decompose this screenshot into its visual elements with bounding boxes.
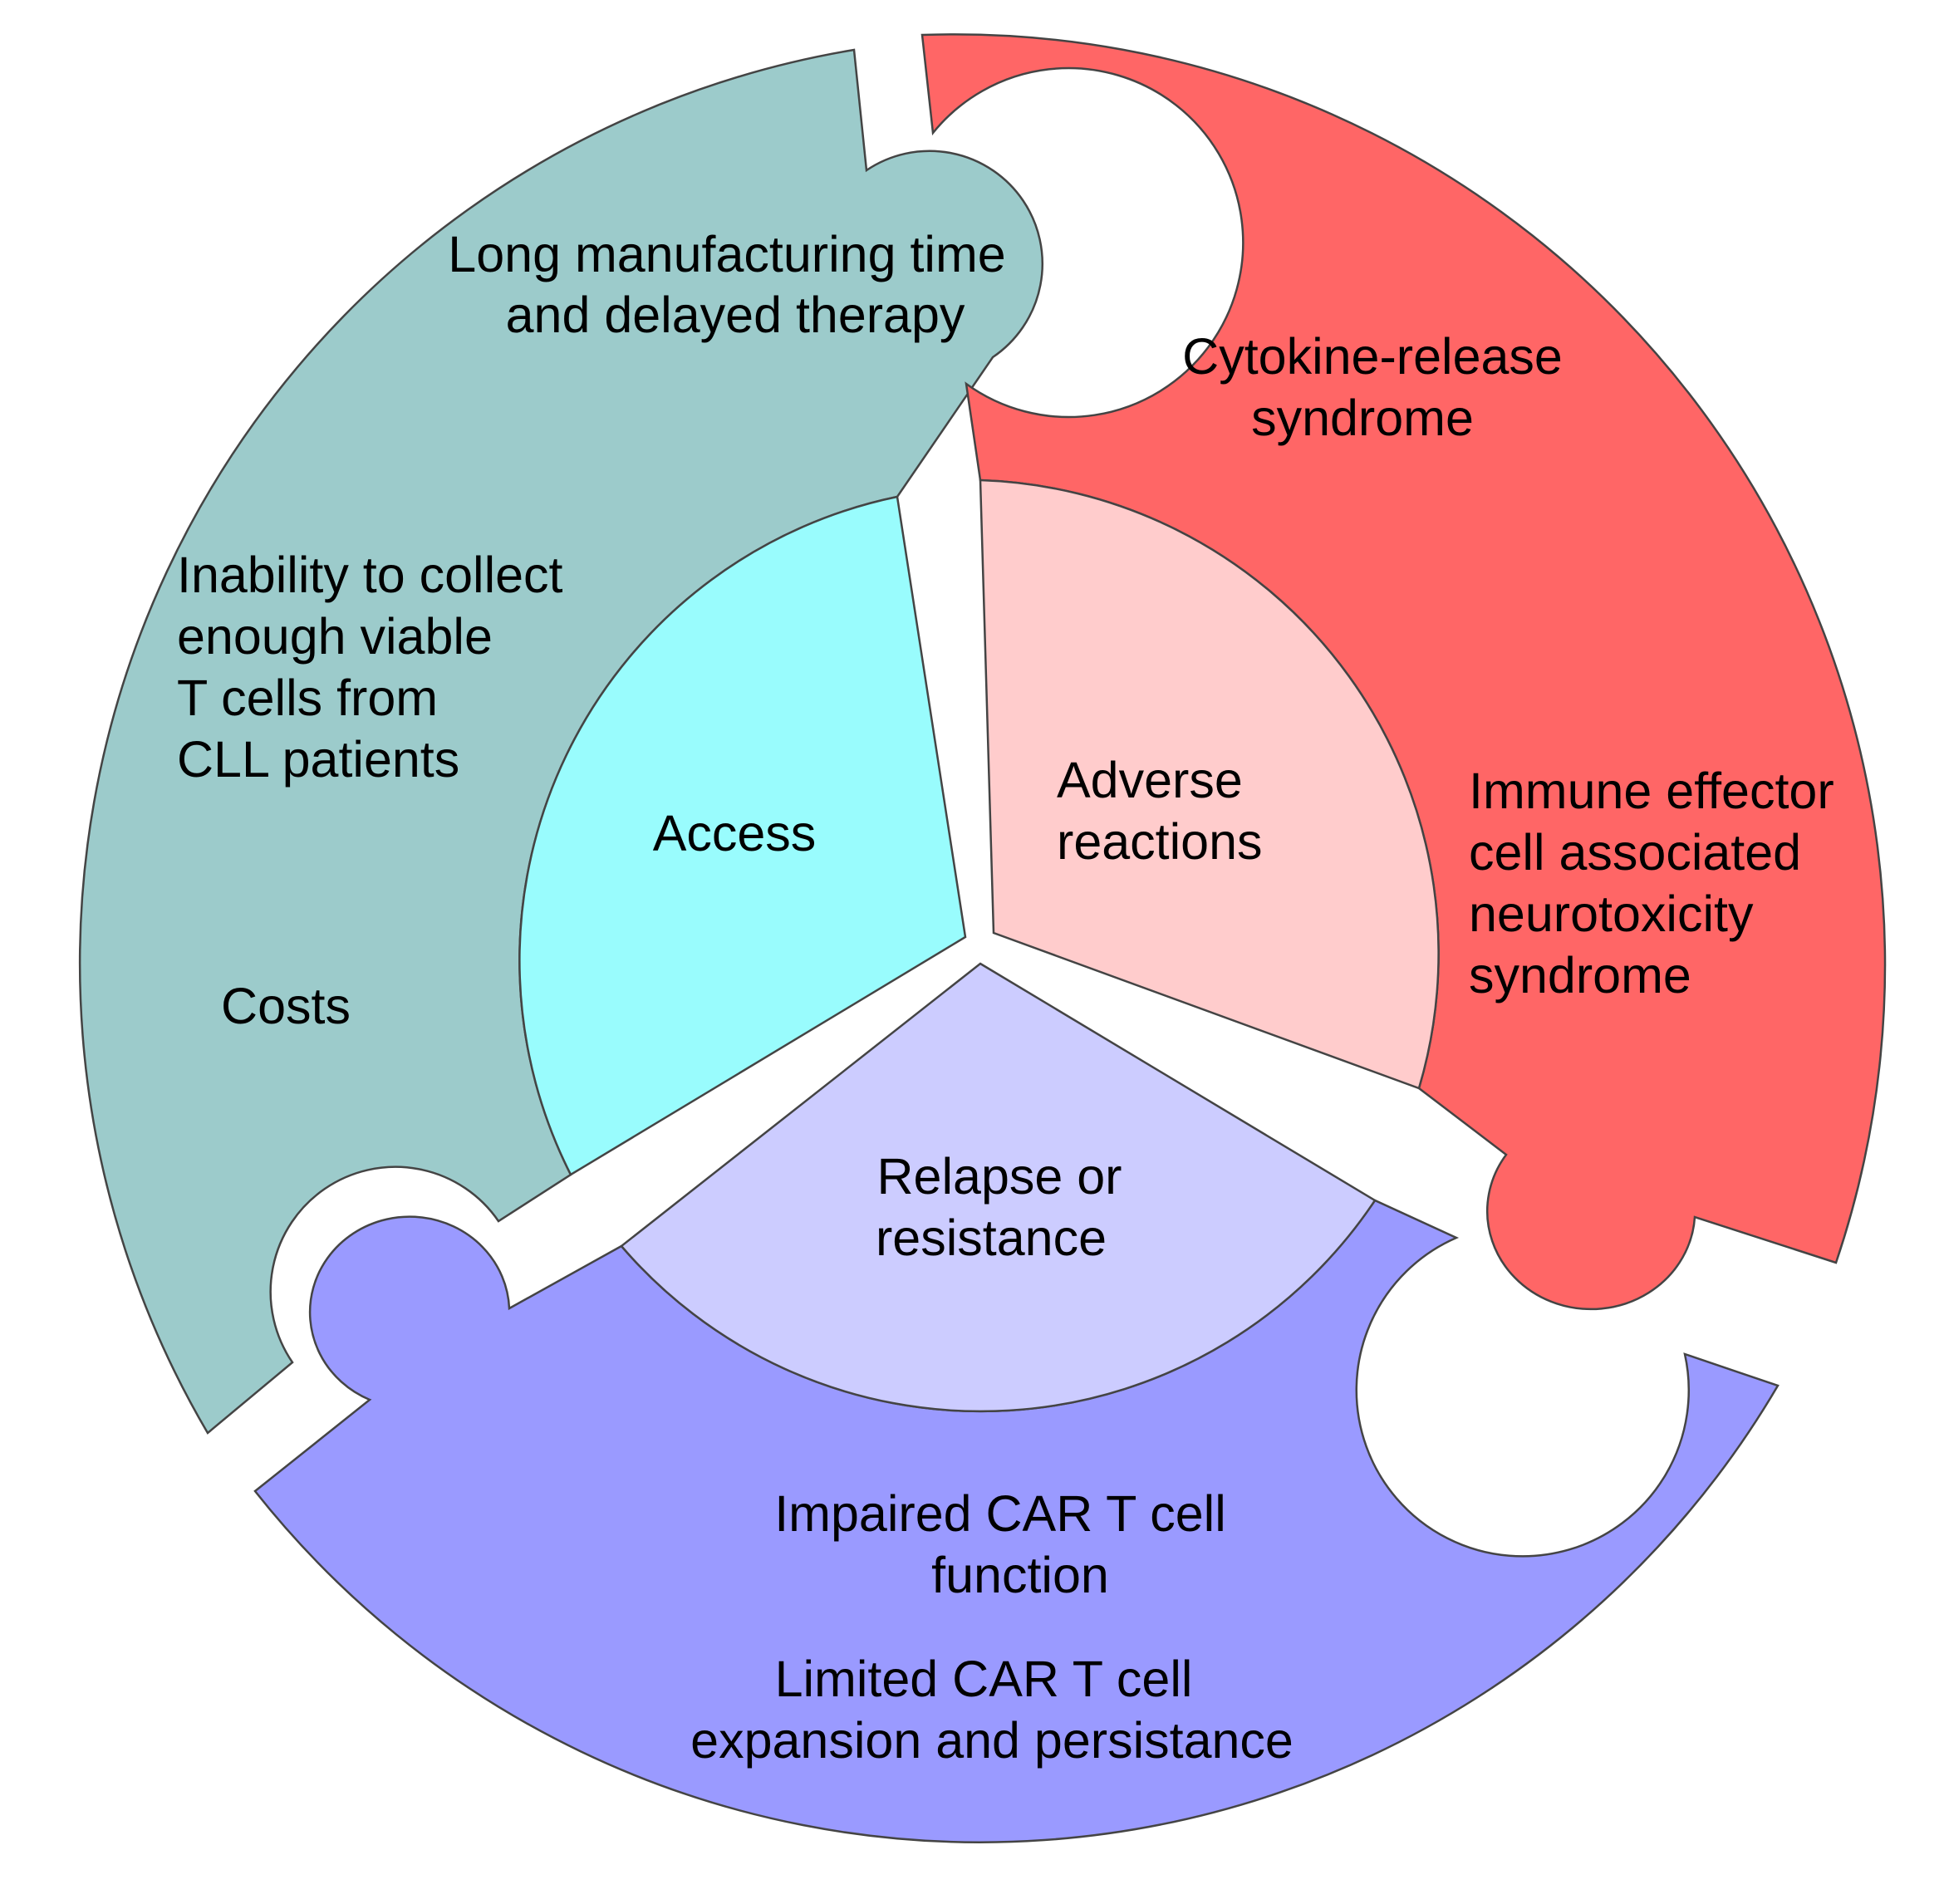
svg-text:Limited CAR T cell: Limited CAR T cell xyxy=(775,1651,1193,1707)
svg-text:Adverse: Adverse xyxy=(1057,752,1243,808)
adverse-title: Adverse reactions xyxy=(1057,752,1263,870)
access-item-tcell-collection: Inability to collect enough viable T cel… xyxy=(177,547,563,788)
svg-text:expansion and persistance: expansion and persistance xyxy=(690,1712,1294,1769)
svg-text:Immune effector: Immune effector xyxy=(1469,763,1834,819)
svg-text:enough viable: enough viable xyxy=(177,608,493,665)
access-title: Access xyxy=(653,805,817,861)
svg-text:and delayed therapy: and delayed therapy xyxy=(506,287,965,343)
svg-text:cell associated: cell associated xyxy=(1469,824,1801,881)
svg-text:syndrome: syndrome xyxy=(1251,390,1474,446)
relapse-outer-segment xyxy=(253,1199,1780,1843)
relapse-item-limited-expansion: Limited CAR T cell expansion and persist… xyxy=(690,1651,1294,1769)
svg-text:neurotoxicity: neurotoxicity xyxy=(1469,886,1754,942)
access-item-costs: Costs xyxy=(221,978,351,1034)
relapse-inner-segment xyxy=(620,962,1377,1413)
svg-text:CLL patients: CLL patients xyxy=(177,731,459,788)
adverse-inner-segment xyxy=(979,478,1440,1090)
access-item-manufacturing: Long manufacturing time and delayed ther… xyxy=(448,226,1005,343)
adverse-item-crs: Cytokine-release syndrome xyxy=(1182,328,1563,446)
access-inner-segment xyxy=(518,495,967,1176)
svg-text:syndrome: syndrome xyxy=(1469,947,1691,1004)
svg-text:Cytokine-release: Cytokine-release xyxy=(1182,328,1563,385)
access-outer-segment xyxy=(78,48,1043,1435)
svg-text:Inability to collect: Inability to collect xyxy=(177,547,563,603)
svg-text:Long manufacturing time: Long manufacturing time xyxy=(448,226,1005,282)
adverse-item-icans: Immune effector cell associated neurotox… xyxy=(1469,763,1834,1004)
svg-text:reactions: reactions xyxy=(1057,813,1263,870)
relapse-title: Relapse or resistance xyxy=(876,1148,1122,1266)
relapse-item-impaired-function: Impaired CAR T cell function xyxy=(774,1485,1226,1603)
svg-text:T cells from: T cells from xyxy=(177,670,438,726)
svg-text:Costs: Costs xyxy=(221,978,351,1034)
svg-text:Impaired CAR T cell: Impaired CAR T cell xyxy=(774,1485,1226,1542)
svg-text:resistance: resistance xyxy=(876,1210,1107,1266)
svg-text:function: function xyxy=(931,1547,1109,1603)
svg-text:Relapse or: Relapse or xyxy=(877,1148,1122,1205)
